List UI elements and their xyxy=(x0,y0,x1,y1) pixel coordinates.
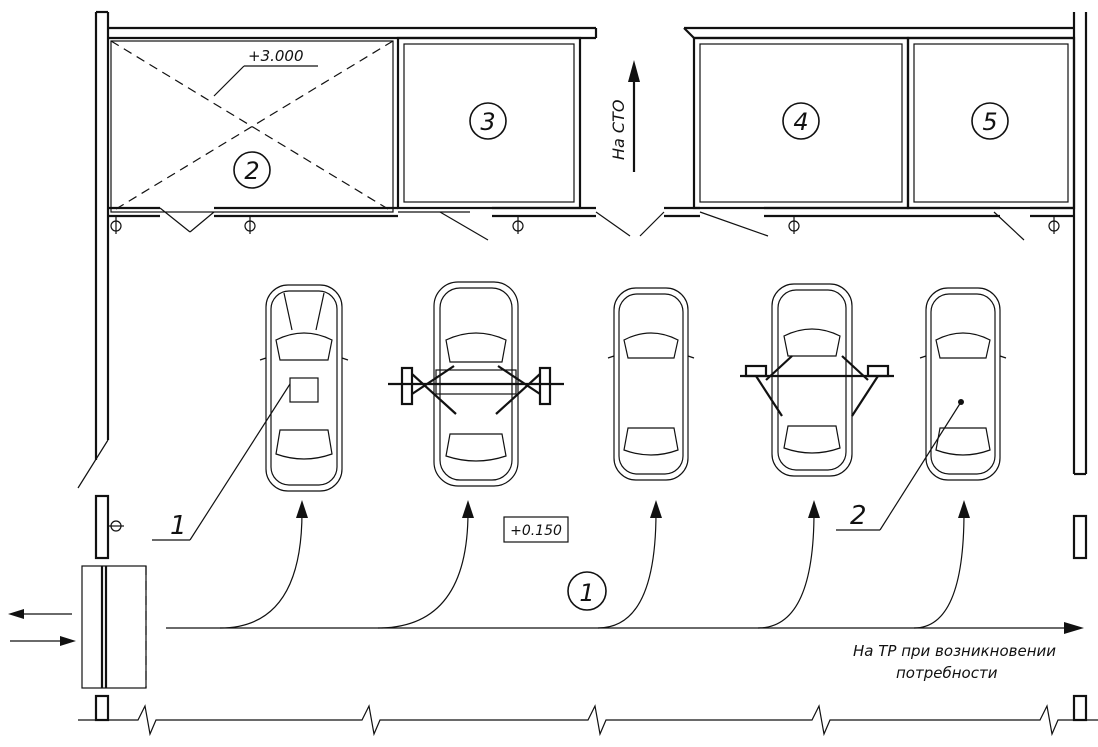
main-flow-arrow xyxy=(166,622,1084,634)
fixtures xyxy=(108,216,1060,532)
svg-text:2: 2 xyxy=(244,157,259,185)
to-tr-label-line2: потребности xyxy=(896,664,998,682)
elevation-floor-box: +0.150 xyxy=(503,516,569,543)
flow-marker-1: 1 xyxy=(567,571,607,611)
elevation-top-label: +3.000 xyxy=(248,47,304,65)
svg-text:1: 1 xyxy=(170,511,187,541)
break-line xyxy=(78,704,1098,737)
right-wall xyxy=(1072,12,1088,722)
car-2-on-lift xyxy=(388,281,564,487)
to-sto-indicator: На СТО xyxy=(609,60,640,172)
leader-1: 1 xyxy=(152,383,291,541)
entrance-gate xyxy=(81,565,147,689)
car-3 xyxy=(607,287,695,481)
svg-text:+0.150: +0.150 xyxy=(510,523,562,539)
svg-text:3: 3 xyxy=(480,108,495,136)
car-5 xyxy=(919,287,1007,481)
room-3 xyxy=(396,36,582,210)
room-marker-2: 2 xyxy=(233,151,271,189)
svg-text:5: 5 xyxy=(982,108,997,136)
svg-text:1: 1 xyxy=(579,579,594,607)
left-wall xyxy=(77,10,110,722)
room-marker-5: 5 xyxy=(971,102,1009,140)
svg-text:4: 4 xyxy=(793,108,808,136)
svg-text:На СТО: На СТО xyxy=(609,100,628,160)
svg-text:2: 2 xyxy=(850,501,867,531)
car-1 xyxy=(259,284,349,492)
room-marker-4: 4 xyxy=(782,102,820,140)
partition-wall xyxy=(108,206,1074,241)
to-tr-label-line1: На ТР при возникновении xyxy=(853,642,1056,660)
branch-arrows xyxy=(219,500,970,629)
top-wall xyxy=(108,26,1074,40)
entry-arrow xyxy=(10,636,76,646)
room-storage xyxy=(110,40,394,213)
leader-2: 2 xyxy=(836,401,962,531)
exit-arrow xyxy=(8,609,72,619)
car-4-on-lift xyxy=(740,283,894,477)
room-marker-3: 3 xyxy=(469,102,507,140)
